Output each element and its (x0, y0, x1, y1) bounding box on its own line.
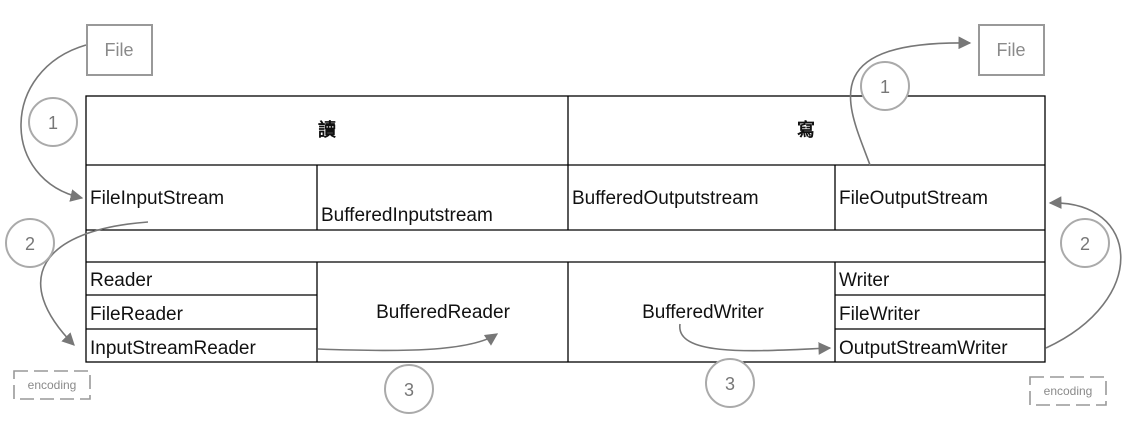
read-header: 讀 (318, 119, 336, 141)
right-step-1: 1 (880, 77, 890, 97)
write-header: 寫 (797, 119, 815, 141)
left-step-3-circle (384, 364, 434, 414)
right-step-3: 3 (725, 374, 735, 394)
arrow-outputstreamwriter-to-fileoutputstream (1045, 196, 1122, 349)
flow-arrows (20, 36, 1122, 355)
left-step-1-circle (28, 97, 78, 147)
right-encoding-box: encoding (1029, 376, 1107, 406)
left-step-2-circle (5, 218, 55, 268)
right-step-3-circle (705, 358, 755, 408)
stream-table (85, 95, 1046, 363)
file-reader-cell: FileReader (90, 304, 184, 325)
right-step-1-circle (860, 61, 910, 111)
file-input-stream-cell: FileInputStream (90, 188, 224, 209)
left-encoding-label: encoding (28, 378, 77, 392)
file-output-stream-cell: FileOutputStream (839, 188, 988, 209)
output-file-box: File (978, 24, 1045, 76)
buffered-output-stream-cell: BufferedOutputstream (572, 188, 759, 209)
writer-cell: Writer (839, 270, 890, 291)
buffered-writer-cell: BufferedWriter (642, 302, 764, 323)
arrow-bufferedwriter-to-outputstreamwriter (679, 323, 832, 355)
output-file-label: File (996, 40, 1025, 60)
input-file-label: File (104, 40, 133, 60)
left-step-3: 3 (404, 380, 414, 400)
right-encoding-label: encoding (1044, 384, 1093, 398)
input-file-box: File (86, 24, 153, 76)
reader-cell: Reader (90, 270, 153, 291)
buffered-reader-cell: BufferedReader (376, 302, 510, 323)
arrow-file-to-fileinputstream (20, 44, 87, 202)
right-step-2-circle (1060, 218, 1110, 268)
table-border (85, 95, 1046, 363)
arrow-inputstreamreader-to-bufferedreader (317, 333, 499, 352)
input-stream-reader-cell: InputStreamReader (90, 338, 256, 359)
arrow-fileinputstream-to-inputstreamreader (39, 221, 149, 346)
buffered-input-stream-cell: BufferedInputstream (321, 205, 493, 226)
output-stream-writer-cell: OutputStreamWriter (839, 338, 1008, 359)
file-writer-cell: FileWriter (839, 304, 921, 325)
left-step-2: 2 (25, 234, 35, 254)
right-step-2: 2 (1080, 234, 1090, 254)
step-circles: 1 2 3 3 2 1 (5, 61, 1110, 414)
left-encoding-box: encoding (13, 370, 91, 400)
arrow-fileoutputstream-to-file (849, 36, 972, 166)
left-step-1: 1 (48, 113, 58, 133)
